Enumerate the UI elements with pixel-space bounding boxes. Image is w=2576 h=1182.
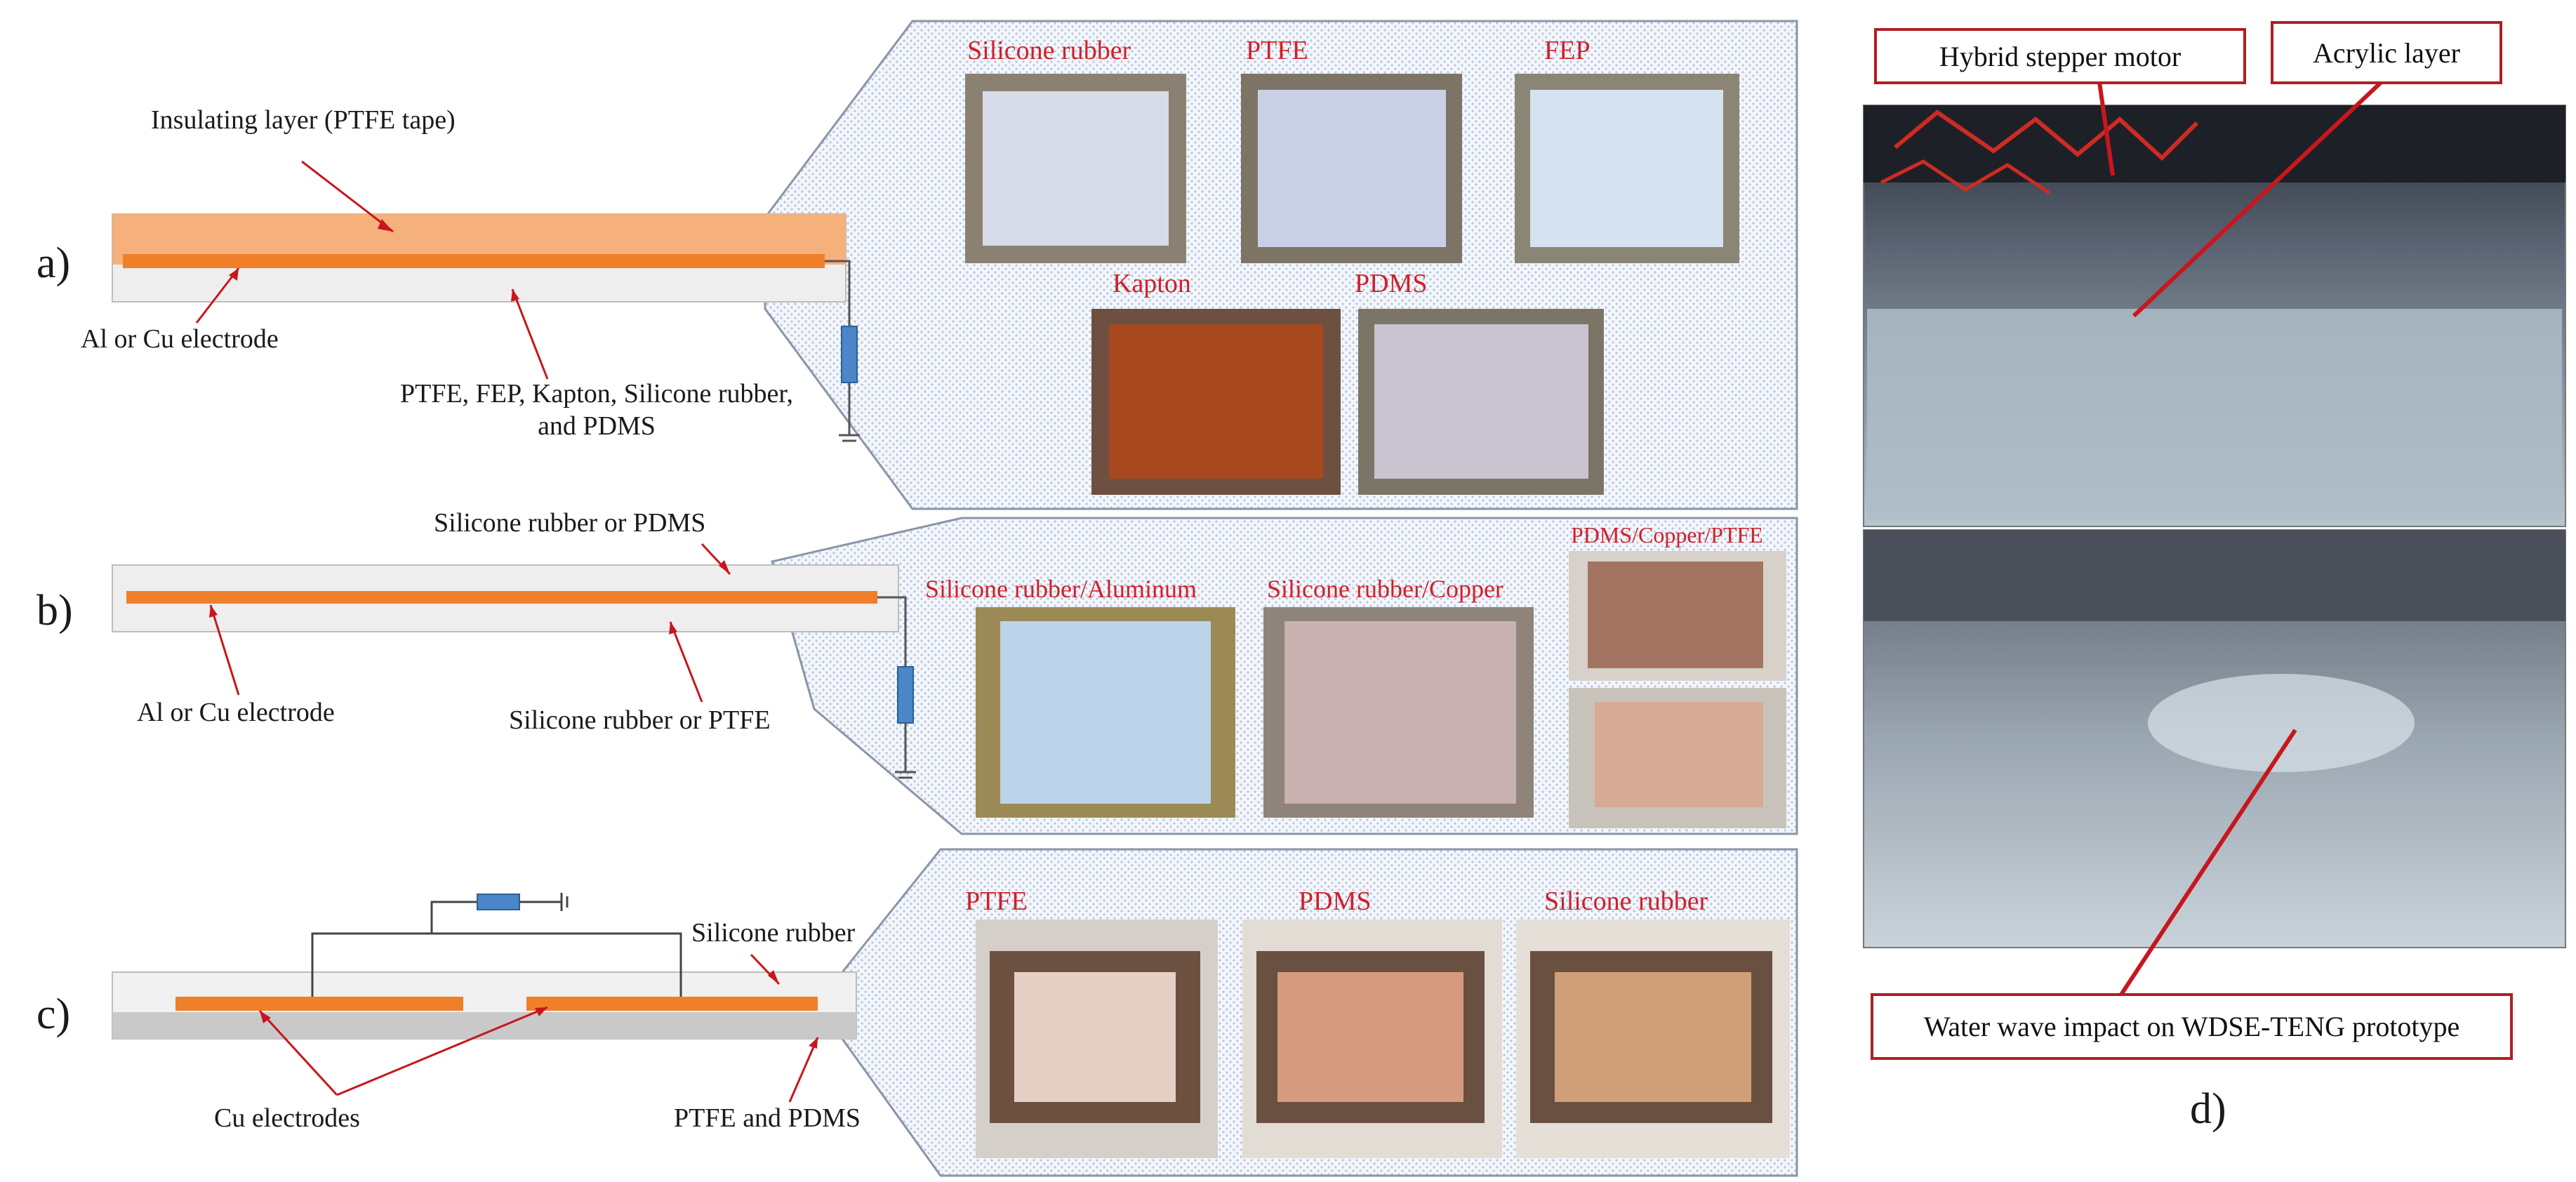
label-materials-a-line1: PTFE, FEP, Kapton, Silicone rubber, — [399, 379, 794, 409]
part-label-c: c) — [36, 990, 71, 1038]
panel-a-device — [112, 160, 860, 442]
panel-b-device — [112, 543, 916, 779]
caption-kapton-a: Kapton — [1113, 269, 1191, 298]
caption-pdms-c: PDMS — [1299, 886, 1372, 916]
callout-acrylic-layer: Acrylic layer — [2271, 21, 2502, 84]
label-materials-a-line2: and PDMS — [538, 411, 656, 441]
caption-silicone-aluminum: Silicone rubber/Aluminum — [925, 575, 1197, 603]
label-electrode-b: Al or Cu electrode — [137, 698, 335, 727]
panel-c-photos — [976, 919, 1790, 1158]
panel-b-photos — [976, 551, 1786, 828]
label-bottom-layer-b: Silicone rubber or PTFE — [509, 705, 771, 735]
label-bottom-layer-c: PTFE and PDMS — [674, 1103, 861, 1133]
caption-silicone-rubber-c: Silicone rubber — [1544, 886, 1708, 916]
label-top-layer-c: Silicone rubber — [691, 918, 856, 948]
part-label-a: a) — [36, 239, 71, 287]
part-label-b: b) — [36, 587, 73, 635]
label-electrode-a: Al or Cu electrode — [81, 324, 279, 354]
caption-fep-a: FEP — [1544, 36, 1591, 65]
panel-a-photos — [965, 74, 1739, 495]
caption-silicone-copper: Silicone rubber/Copper — [1267, 575, 1503, 603]
caption-pdms-a: PDMS — [1355, 269, 1428, 298]
callout-hybrid-stepper-motor: Hybrid stepper motor — [1874, 28, 2246, 84]
panel-c-device — [112, 893, 857, 1103]
callout-water-wave-impact: Water wave impact on WDSE-TENG prototype — [1871, 993, 2513, 1060]
part-label-d: d) — [2190, 1085, 2226, 1133]
panel-d-photos — [1863, 75, 2566, 998]
label-top-layer-b: Silicone rubber or PDMS — [434, 508, 706, 538]
caption-silicone-rubber-a: Silicone rubber — [967, 36, 1131, 65]
label-insulating-layer: Insulating layer (PTFE tape) — [151, 105, 456, 135]
caption-pdms-copper-ptfe: PDMS/Copper/PTFE — [1571, 522, 1763, 547]
caption-ptfe-c: PTFE — [965, 886, 1028, 916]
caption-ptfe-a: PTFE — [1246, 36, 1308, 65]
label-electrodes-c: Cu electrodes — [214, 1103, 360, 1133]
